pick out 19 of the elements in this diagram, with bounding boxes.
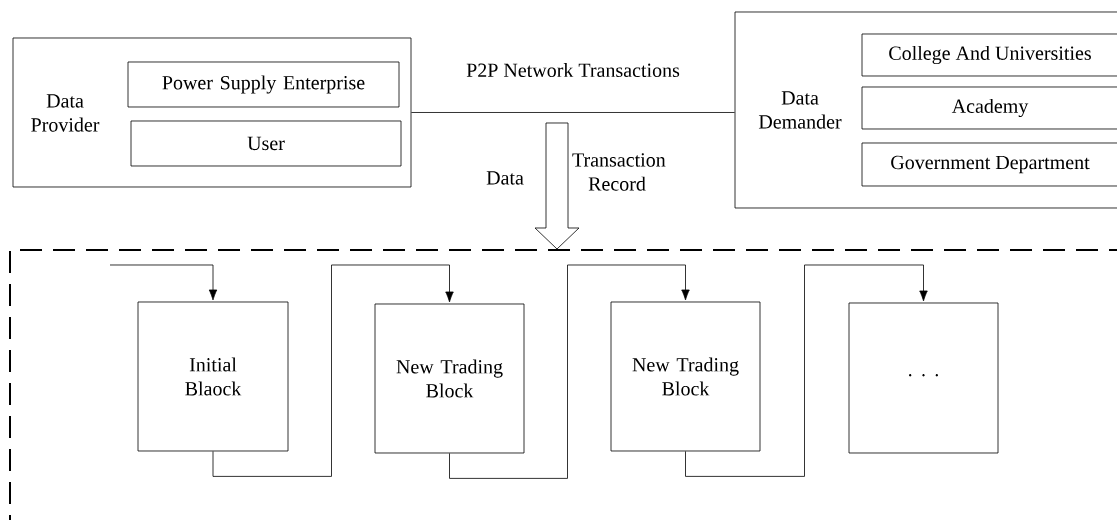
entity-box: User (130, 120, 402, 167)
text-label: Transaction Record (572, 153, 666, 191)
entity-box: College And Universities (861, 33, 1117, 77)
arrow (449, 264, 690, 479)
dashed-region (9, 249, 1117, 520)
entity-box: Government Department (861, 142, 1117, 187)
block-box: New Trading Block (374, 303, 525, 454)
connector-line (411, 112, 735, 113)
arrow (109, 264, 218, 301)
edge-label: P2P Network Transactions (465, 61, 681, 79)
arrow (685, 264, 928, 477)
arrow (212, 264, 454, 477)
block-box: · · · (848, 302, 999, 454)
block-arrow (534, 122, 580, 250)
text-label: Data (486, 171, 524, 185)
block-box: Initial Blaock (137, 301, 289, 452)
entity-box: Academy (861, 86, 1117, 130)
block-box: New Trading Block (610, 301, 761, 452)
entity-box: Power Supply Enterprise (127, 61, 400, 108)
